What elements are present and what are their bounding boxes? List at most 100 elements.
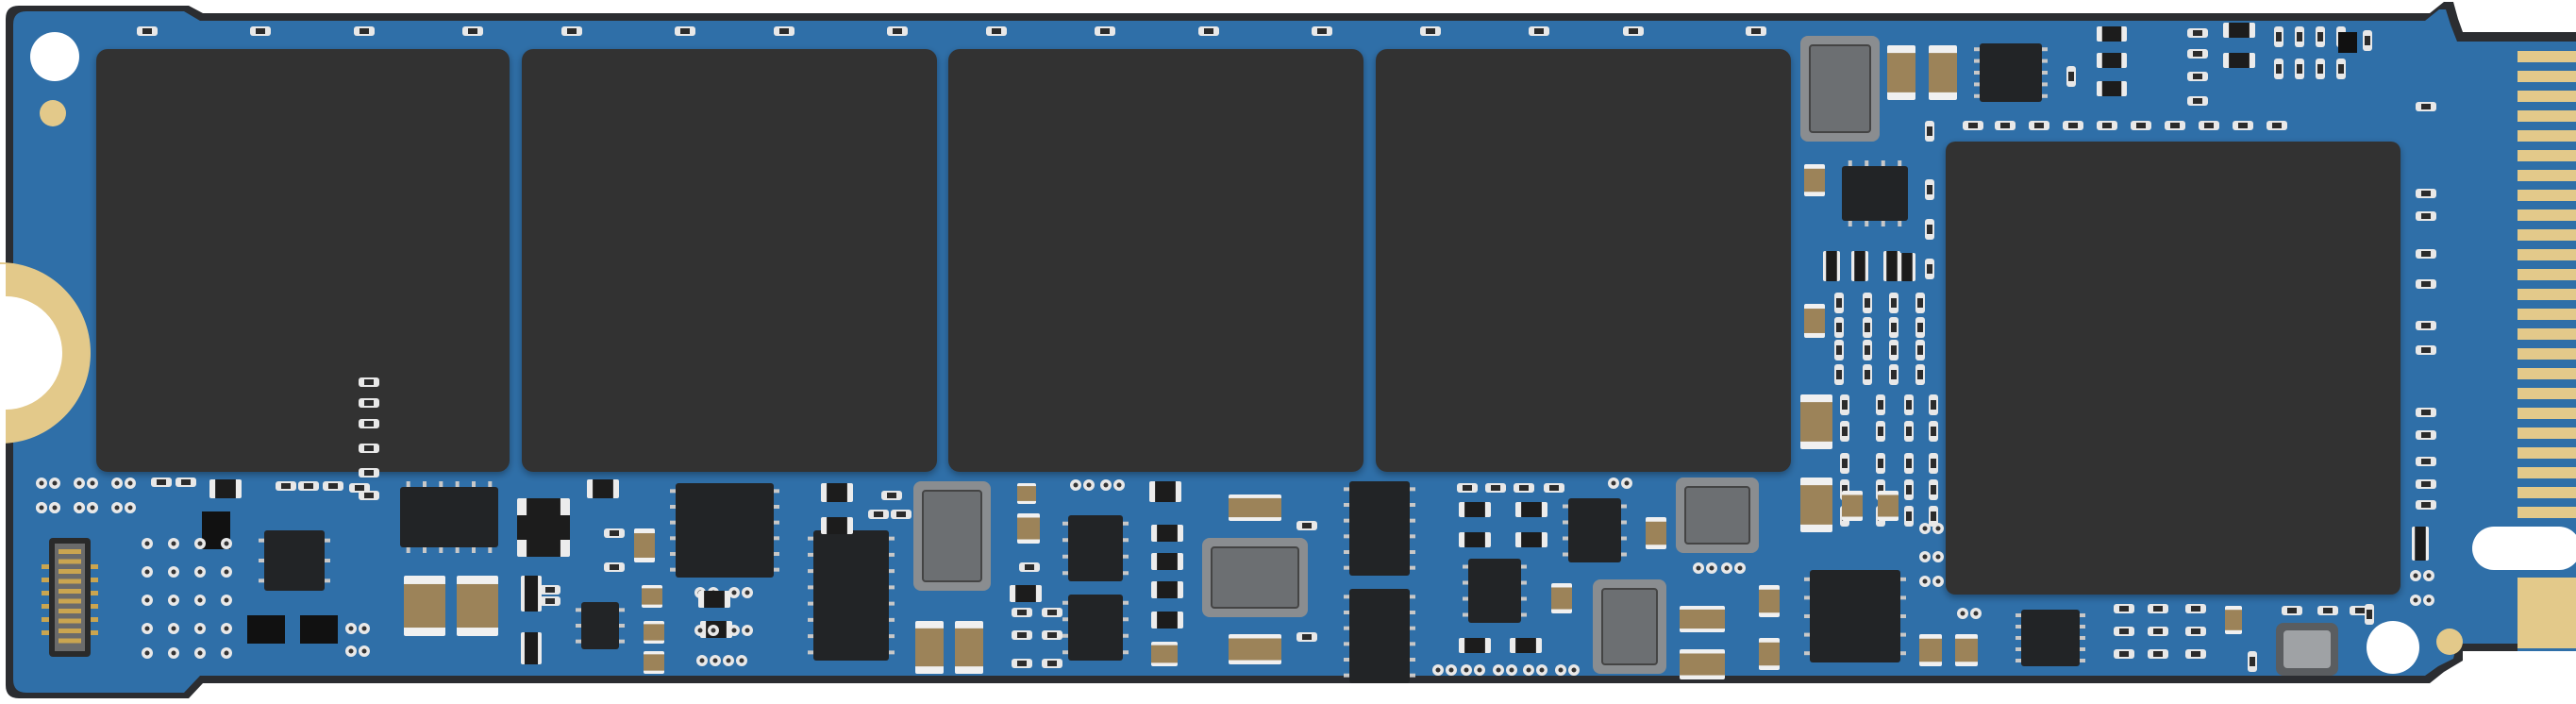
ic-lead xyxy=(1123,600,1129,605)
ic-lead xyxy=(1848,160,1852,166)
ic-lead xyxy=(774,552,779,556)
ic-lead xyxy=(1062,650,1068,655)
via-pad-hole xyxy=(90,480,95,486)
fpc-solder-pad xyxy=(91,591,98,595)
fpc-pin xyxy=(59,629,81,633)
smd-resistor-mark xyxy=(1878,400,1883,410)
smd-resistor-mark xyxy=(468,28,477,34)
smd-resistor-mark xyxy=(1017,661,1027,666)
smd-part-body xyxy=(2229,23,2250,38)
ic-lead xyxy=(1521,564,1527,569)
edge-pin xyxy=(2517,91,2576,102)
smd-resistor-mark xyxy=(1491,485,1500,491)
ic-lead xyxy=(1900,632,1906,637)
ic-lead xyxy=(488,481,493,487)
ic-lead xyxy=(1974,71,1980,75)
capacitor-body xyxy=(1804,168,1825,193)
smd-resistor-mark xyxy=(2191,651,2200,657)
fpc-solder-pad xyxy=(91,630,98,635)
via-pad-hole xyxy=(1509,667,1514,673)
smd-resistor-mark xyxy=(1017,632,1027,638)
ic-lead xyxy=(1974,47,1980,52)
smd-resistor-mark xyxy=(680,28,690,34)
via-pad-hole xyxy=(1960,611,1965,616)
ic-lead xyxy=(1062,633,1068,638)
smd-resistor-mark xyxy=(893,28,902,34)
smd-resistor-mark xyxy=(2367,610,2372,619)
via-pad-hole xyxy=(76,505,82,511)
via-pad-hole xyxy=(39,480,44,486)
ic-lead xyxy=(889,617,895,622)
smd-resistor-mark xyxy=(1865,345,1870,355)
capacitor-body xyxy=(1759,642,1780,666)
fpc-pin xyxy=(59,578,81,584)
smd-resistor-mark xyxy=(2421,347,2431,353)
ic-lead xyxy=(1621,536,1627,541)
capacitor-body xyxy=(1804,309,1825,333)
smd-resistor-mark xyxy=(1878,485,1883,494)
smd-part-body xyxy=(2101,53,2122,68)
ic-lead xyxy=(1410,595,1415,599)
smd-resistor-mark xyxy=(2238,123,2248,128)
smd-resistor-mark xyxy=(2068,123,2078,128)
ic-lead xyxy=(1804,577,1810,581)
smd-resistor-mark xyxy=(2421,191,2431,196)
ic-lead xyxy=(2016,613,2021,617)
smd-resistor-mark xyxy=(2421,502,2431,508)
smd-part-body xyxy=(2415,527,2426,561)
transistor xyxy=(247,615,285,644)
ic-lead xyxy=(2016,647,2021,651)
via-pad-hole xyxy=(1935,578,1941,584)
ic-lead xyxy=(889,552,895,557)
edge-pin xyxy=(2517,617,2576,629)
fpc-solder-pad xyxy=(42,617,49,622)
edge-pin xyxy=(2517,150,2576,161)
capacitor-body xyxy=(404,583,445,629)
ic-lead xyxy=(1410,611,1415,614)
inductor-core xyxy=(1809,44,1871,133)
smd-resistor-mark xyxy=(2421,459,2431,464)
via-pad-hole xyxy=(699,658,705,663)
smd-resistor-mark xyxy=(2297,32,2302,42)
fpc-pin xyxy=(59,598,81,604)
ic-lead xyxy=(670,489,676,494)
ic-lead xyxy=(1344,611,1349,614)
edge-pin xyxy=(2517,190,2576,201)
smd-resistor-mark xyxy=(1047,632,1057,638)
edge-pin xyxy=(2517,110,2576,122)
fpc-solder-pad xyxy=(42,564,49,569)
ic-lead xyxy=(1898,221,1902,226)
edge-pin xyxy=(2517,210,2576,221)
via-pad-hole xyxy=(1922,554,1928,560)
via-gold-bottom-right xyxy=(2436,629,2463,655)
via-pad-hole xyxy=(224,626,229,631)
ic-lead xyxy=(1804,614,1810,618)
via-pad-hole xyxy=(361,626,367,631)
ic-lead xyxy=(325,578,330,583)
ic-lead xyxy=(619,624,625,628)
via-pad-hole xyxy=(348,648,354,654)
edge-pin xyxy=(2517,309,2576,320)
ic-package xyxy=(1068,515,1123,581)
ic-lead xyxy=(259,578,264,583)
ic-lead xyxy=(808,552,813,557)
ic-lead xyxy=(1563,536,1568,541)
smd-resistor-mark xyxy=(1842,485,1848,494)
edge-pin xyxy=(2517,328,2576,340)
smd-resistor-mark xyxy=(779,28,789,34)
ic-lead xyxy=(889,585,895,590)
smd-part-body xyxy=(1521,502,1542,517)
via-pad-hole xyxy=(1696,565,1701,571)
ic-lead xyxy=(619,608,625,612)
smd-resistor-mark xyxy=(2421,104,2431,109)
via-pad-hole xyxy=(197,597,203,603)
ic-lead xyxy=(1062,600,1068,605)
via-pad-hole xyxy=(2426,573,2432,578)
ic-lead xyxy=(1621,504,1627,509)
ic-lead xyxy=(1344,503,1349,507)
smd-resistor-mark xyxy=(1519,485,1529,491)
ic-lead xyxy=(259,538,264,543)
smd-resistor-mark xyxy=(2297,64,2302,74)
via-pad-hole xyxy=(171,569,176,575)
